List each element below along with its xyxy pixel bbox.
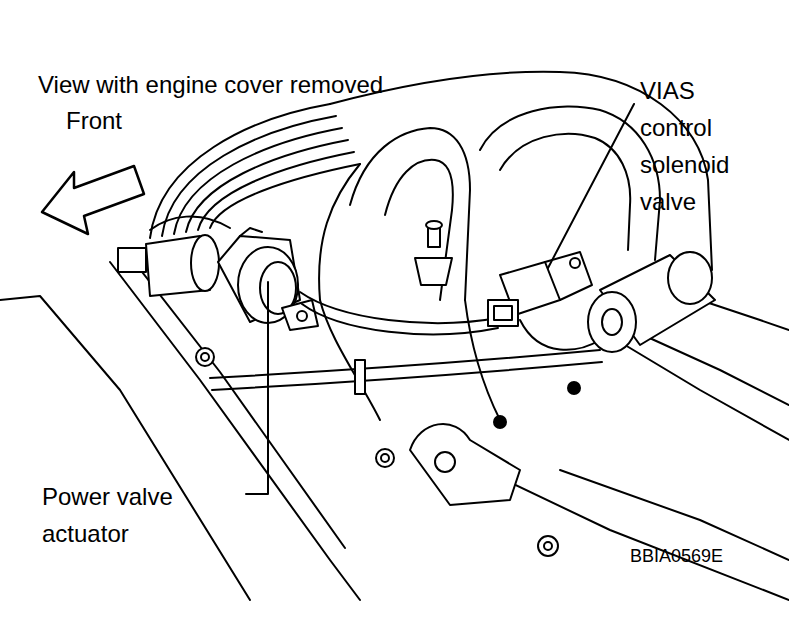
direction-label: Front [66,106,186,136]
leader-line [246,282,268,494]
view-note: View with engine cover removed [38,70,498,100]
vias-solenoid [488,252,592,326]
cylinder-head-lines [0,250,789,600]
vacuum-tank [588,252,715,352]
bolts [196,348,580,556]
throttle-device [118,216,230,296]
pressure-regulator [415,221,452,285]
bracket [410,424,520,505]
front-arrow [42,166,144,234]
figure-code: BBIA0569E [630,544,780,568]
leader-line [548,104,634,268]
part-name: VIAS control solenoid valve [640,72,765,220]
part-name: Power valve actuator [42,478,192,552]
